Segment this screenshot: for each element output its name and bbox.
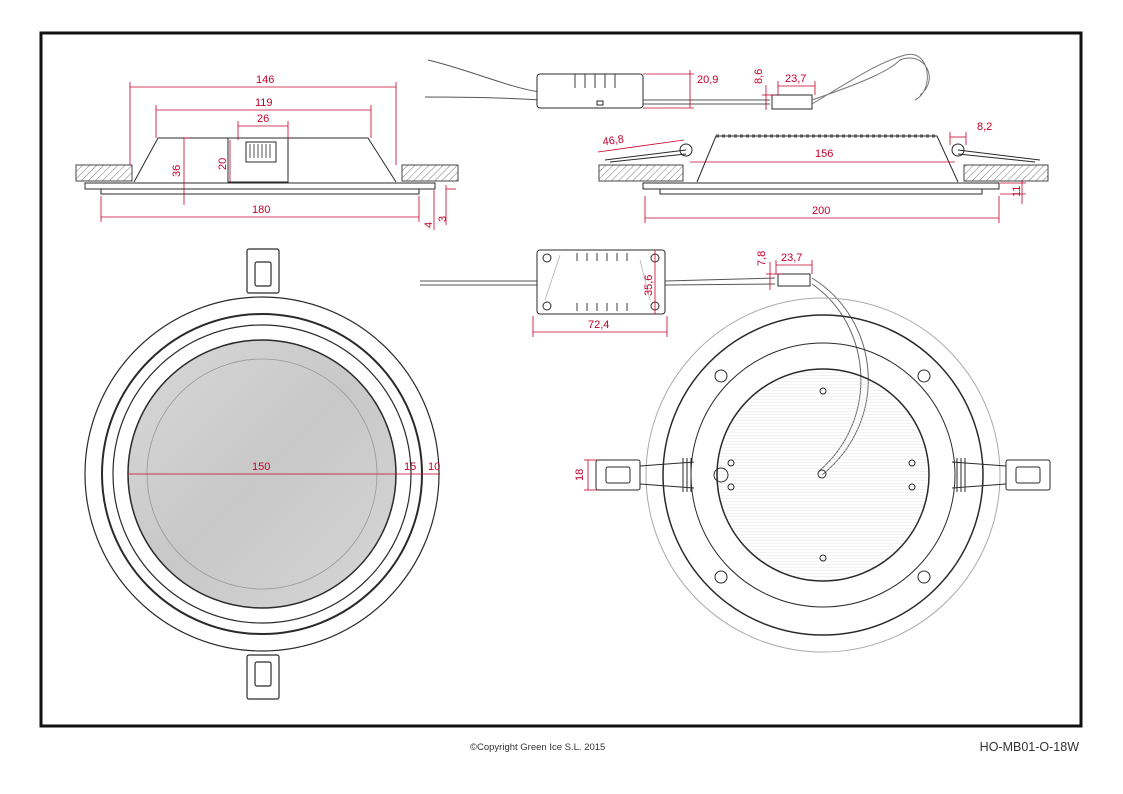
side-view-dims: [100, 82, 456, 230]
cable-entry: [817, 469, 827, 479]
dim-15: 15: [404, 461, 416, 473]
ceiling-right-install: [963, 164, 1049, 182]
dim-26: 26: [257, 113, 269, 125]
input-wires: [424, 59, 541, 101]
screw-top-right: [917, 369, 931, 383]
dim-146: 146: [256, 74, 274, 86]
spring-pivot-left: [679, 143, 693, 157]
back-clip-left: [595, 459, 641, 491]
back-view: [595, 297, 1051, 653]
screw-bottom-right: [917, 570, 931, 584]
side-view: [75, 137, 459, 195]
dim-35-6: 35,6: [643, 275, 655, 296]
copyright-notice: ©Copyright Green Ice S.L. 2015: [470, 742, 606, 753]
dim-150: 150: [252, 461, 270, 473]
spring-coil-right: [951, 458, 1007, 492]
back-outer-rim: [645, 297, 1001, 653]
product-code: HO-MB01-O-18W: [979, 740, 1079, 754]
drawing-frame: [39, 31, 1083, 728]
dim-18: 18: [574, 469, 586, 481]
trim-frame-install: [642, 182, 1000, 190]
driver-box-side: [536, 73, 644, 109]
dim-119: 119: [255, 97, 273, 109]
input-wires-top: [420, 280, 537, 286]
install-view: [598, 134, 1049, 195]
dim-8-6: 8,6: [753, 69, 765, 84]
dim-36: 36: [171, 165, 183, 177]
screw-top-left: [714, 369, 728, 383]
dim-11: 11: [1011, 186, 1023, 197]
connector-side: [771, 94, 813, 110]
spring-coil-left: [639, 458, 695, 492]
back-housing: [662, 314, 984, 636]
connector-top: [777, 273, 811, 287]
dim-20: 20: [217, 158, 229, 170]
install-view-dims: [597, 132, 1026, 223]
driver-side-view: [424, 53, 930, 110]
dim-180: 180: [252, 204, 270, 216]
heatsink-plate: [716, 368, 930, 582]
spring-pivot-right: [951, 143, 965, 157]
dim-3: 3: [437, 216, 449, 222]
dim-10: 10: [428, 461, 440, 473]
screw-bottom-left: [714, 570, 728, 584]
driver-box-top: [536, 249, 666, 315]
dim-46-8: 46,8: [602, 133, 625, 148]
back-view-dims: [584, 459, 598, 491]
trim-frame: [84, 182, 436, 190]
output-wires-side: [643, 99, 770, 105]
output-wires-top: [664, 277, 776, 286]
dim-23-7-top: 23,7: [781, 252, 802, 264]
lens-plate: [100, 188, 420, 195]
ceiling-left-install: [598, 164, 684, 182]
dim-4: 4: [423, 222, 435, 228]
ceiling-right: [401, 164, 459, 182]
ceiling-left: [75, 164, 133, 182]
dim-200: 200: [812, 205, 830, 217]
lens-plate-install: [659, 188, 983, 195]
dim-23-7-side: 23,7: [785, 73, 806, 85]
dim-72-4: 72,4: [588, 319, 609, 331]
spring-arm-left: [604, 149, 687, 163]
dim-8-2: 8,2: [977, 121, 992, 133]
driver-top-dims: [532, 250, 813, 337]
driver-side-dims: [643, 70, 816, 110]
back-clip-right: [1005, 459, 1051, 491]
spring-arm-right: [957, 149, 1041, 163]
dim-7-8: 7,8: [756, 251, 768, 266]
dim-156: 156: [815, 148, 833, 160]
dim-20-9: 20,9: [697, 74, 718, 86]
terminal-connector: [245, 141, 277, 163]
